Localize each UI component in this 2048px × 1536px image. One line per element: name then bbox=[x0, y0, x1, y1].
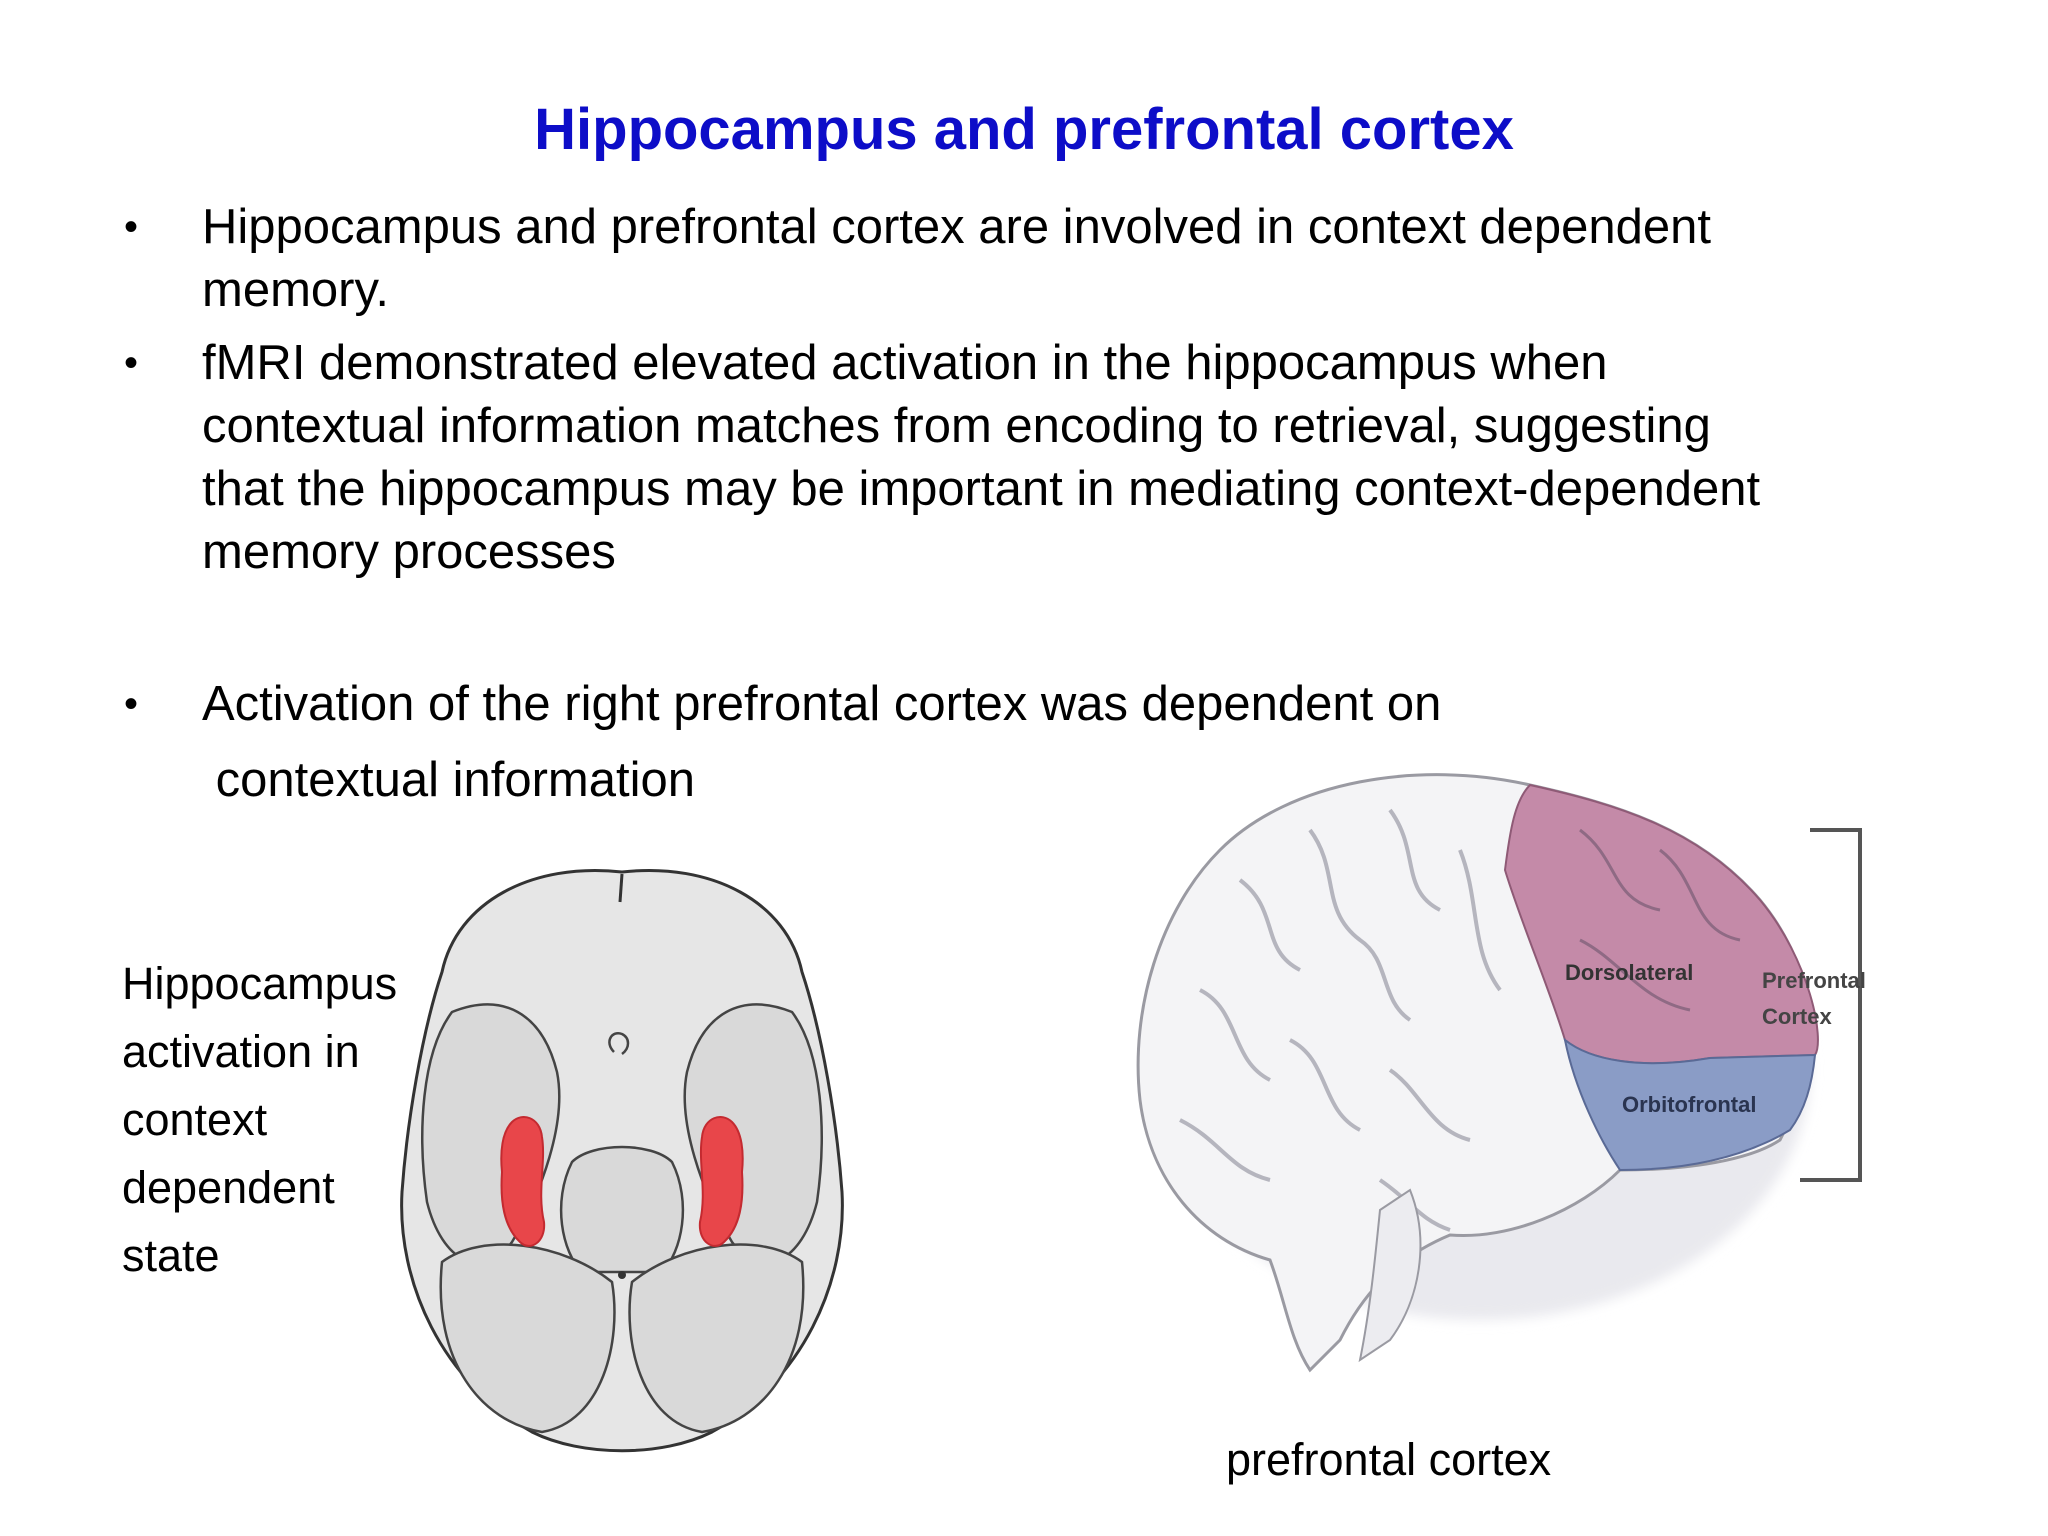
right-hippocampus-highlight bbox=[698, 1116, 744, 1247]
bullet-line: that the hippocampus may be important in… bbox=[202, 462, 1761, 516]
prefrontal-bracket-label-line1: Prefrontal bbox=[1762, 968, 1866, 993]
bullet-line: Activation of the right prefrontal corte… bbox=[202, 677, 1442, 731]
label-line: context bbox=[122, 1094, 268, 1145]
bullet-line: Hippocampus and prefrontal cortex are in… bbox=[202, 200, 1712, 254]
label-line: state bbox=[122, 1230, 220, 1281]
brain-lateral-view-illustration: Dorsolateral Orbitofrontal Prefrontal Co… bbox=[1136, 773, 1866, 1373]
prefrontal-figure-caption: prefrontal cortex bbox=[1226, 1434, 1552, 1485]
bullet-list: • Hippocampus and prefrontal cortex are … bbox=[118, 196, 1968, 818]
bullet-dot: • bbox=[124, 205, 139, 249]
bullet-dot: • bbox=[124, 341, 139, 385]
midbrain-dot bbox=[618, 1271, 626, 1279]
brain-inferior-view-illustration bbox=[400, 869, 844, 1453]
orbitofrontal-region bbox=[1563, 1037, 1817, 1172]
bullet-line: contextual information matches from enco… bbox=[202, 399, 1711, 453]
label-line: Hippocampus bbox=[122, 958, 398, 1009]
orbitofrontal-label: Orbitofrontal bbox=[1622, 1092, 1756, 1117]
hippocampus-figure-label: Hippocampus activation in context depend… bbox=[122, 950, 422, 1290]
bullet-item: • fMRI demonstrated elevated activation … bbox=[118, 332, 1968, 584]
bullet-item: • Hippocampus and prefrontal cortex are … bbox=[118, 196, 1968, 322]
bullet-line: memory processes bbox=[202, 525, 616, 579]
bullet-dot: • bbox=[124, 682, 139, 726]
prefrontal-bracket-label-line2: Cortex bbox=[1762, 1004, 1832, 1029]
prefrontal-bracket bbox=[1800, 828, 1862, 1182]
bullet-line: contextual information bbox=[202, 753, 695, 807]
longitudinal-fissure bbox=[618, 873, 624, 903]
bullet-line: memory. bbox=[202, 263, 389, 317]
dorsolateral-label: Dorsolateral bbox=[1565, 960, 1693, 985]
brainstem-lateral bbox=[1358, 1188, 1422, 1363]
left-cerebellum bbox=[439, 1243, 616, 1434]
right-cerebellum bbox=[628, 1243, 805, 1434]
dorsolateral-gyri bbox=[1579, 828, 1741, 1012]
bullet-item: • Activation of the right prefrontal cor… bbox=[118, 666, 1968, 818]
label-line: dependent bbox=[122, 1162, 335, 1213]
label-line: activation in bbox=[122, 1026, 360, 1077]
left-hippocampus-highlight bbox=[500, 1116, 546, 1247]
bullet-line: fMRI demonstrated elevated activation in… bbox=[202, 336, 1608, 390]
brainstem bbox=[559, 1145, 685, 1274]
slide-title: Hippocampus and prefrontal cortex bbox=[534, 97, 1514, 162]
optic-chiasm bbox=[608, 1031, 630, 1055]
